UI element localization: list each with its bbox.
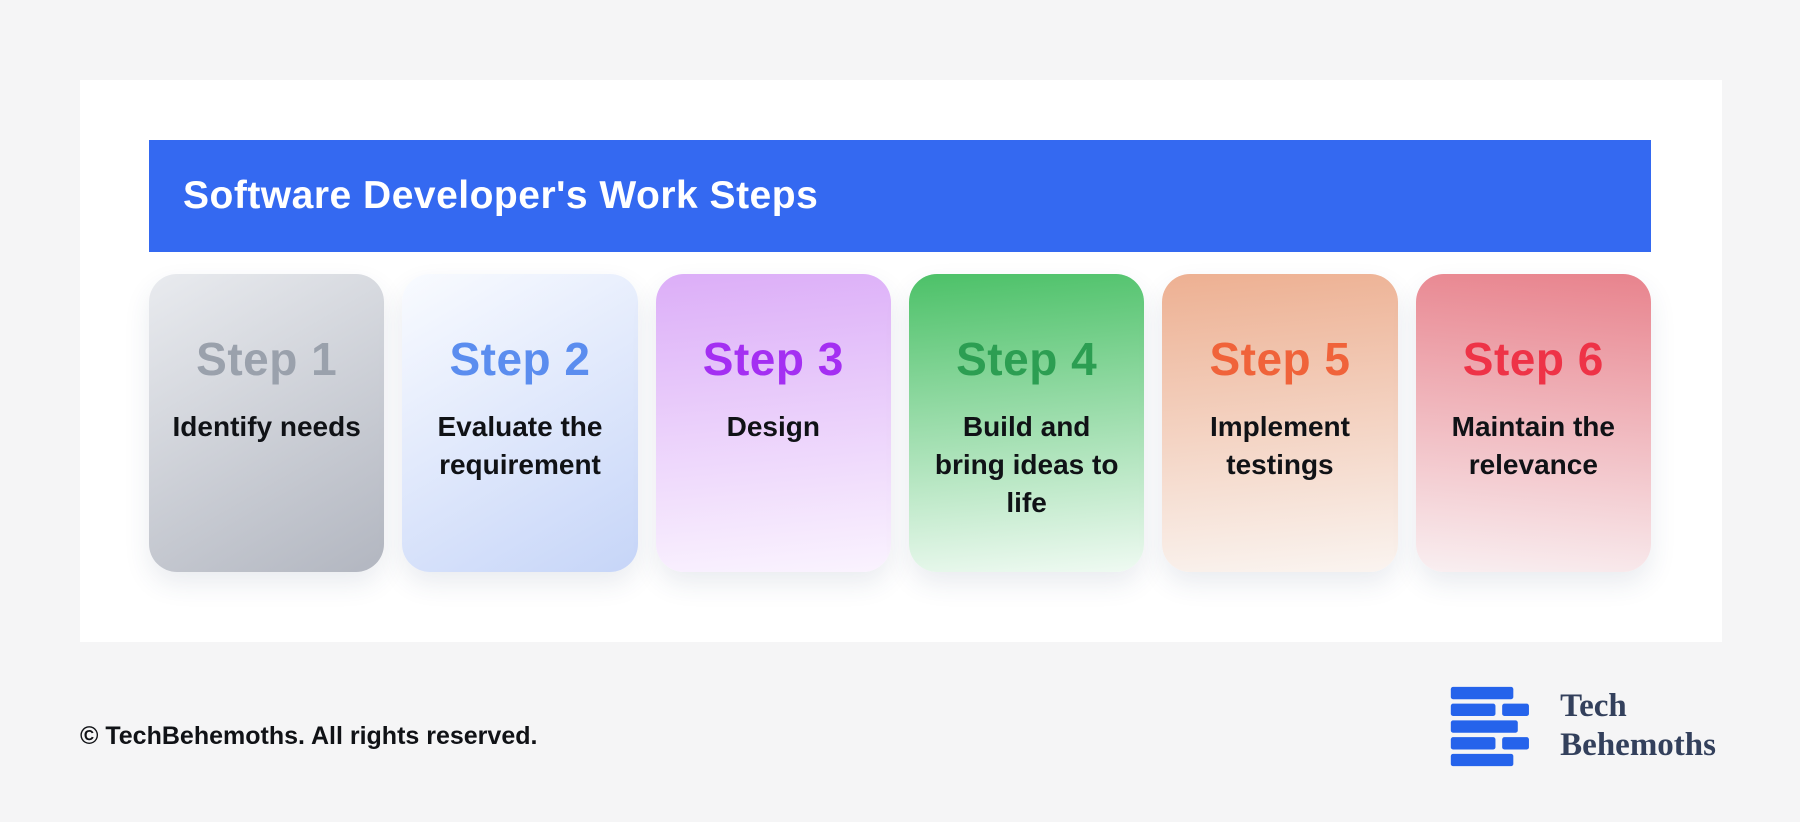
logo-text-line1: Tech xyxy=(1560,688,1627,725)
step-card: Step 5 Implement testings xyxy=(1162,274,1398,572)
step-description: Implement testings xyxy=(1209,411,1350,480)
step-description: Identify needs xyxy=(172,411,361,442)
header-bar: Software Developer's Work Steps xyxy=(149,140,1651,252)
techbehemoths-logo: Tech Behemoths xyxy=(1444,678,1716,774)
step-card: Step 4 Build and bring ideas to life xyxy=(908,274,1145,572)
step-card: Step 3 Design xyxy=(655,274,891,572)
step-description: Maintain the relevance xyxy=(1451,411,1615,480)
step-label: Step 6 xyxy=(1462,333,1604,385)
step-card: Step 2 Evaluate the requirement xyxy=(402,274,638,572)
step-description: Design xyxy=(726,411,820,442)
step-label: Step 1 xyxy=(196,333,338,385)
step-description: Evaluate the requirement xyxy=(437,411,603,480)
header-title: Software Developer's Work Steps xyxy=(183,174,819,217)
techbehemoths-logo-icon xyxy=(1450,686,1530,767)
step-label: Step 3 xyxy=(702,333,844,385)
step-card: Step 1 Identify needs xyxy=(149,274,385,572)
logo-text-line2: Behemoths xyxy=(1560,727,1716,763)
step-label: Step 5 xyxy=(1209,333,1351,385)
steps-row: Step 1 Identify needs Step 2 Evaluate th… xyxy=(149,274,1651,572)
logo-text: Tech Behemoths xyxy=(1560,687,1716,765)
copyright-text: © TechBehemoths. All rights reserved. xyxy=(80,722,538,750)
step-description: Build and bring ideas to life xyxy=(934,411,1119,518)
step-label: Step 4 xyxy=(956,333,1098,385)
content-panel: Software Developer's Work Steps Step 1 I… xyxy=(80,80,1722,642)
step-label: Step 2 xyxy=(449,333,591,385)
step-card: Step 6 Maintain the relevance xyxy=(1415,274,1651,572)
